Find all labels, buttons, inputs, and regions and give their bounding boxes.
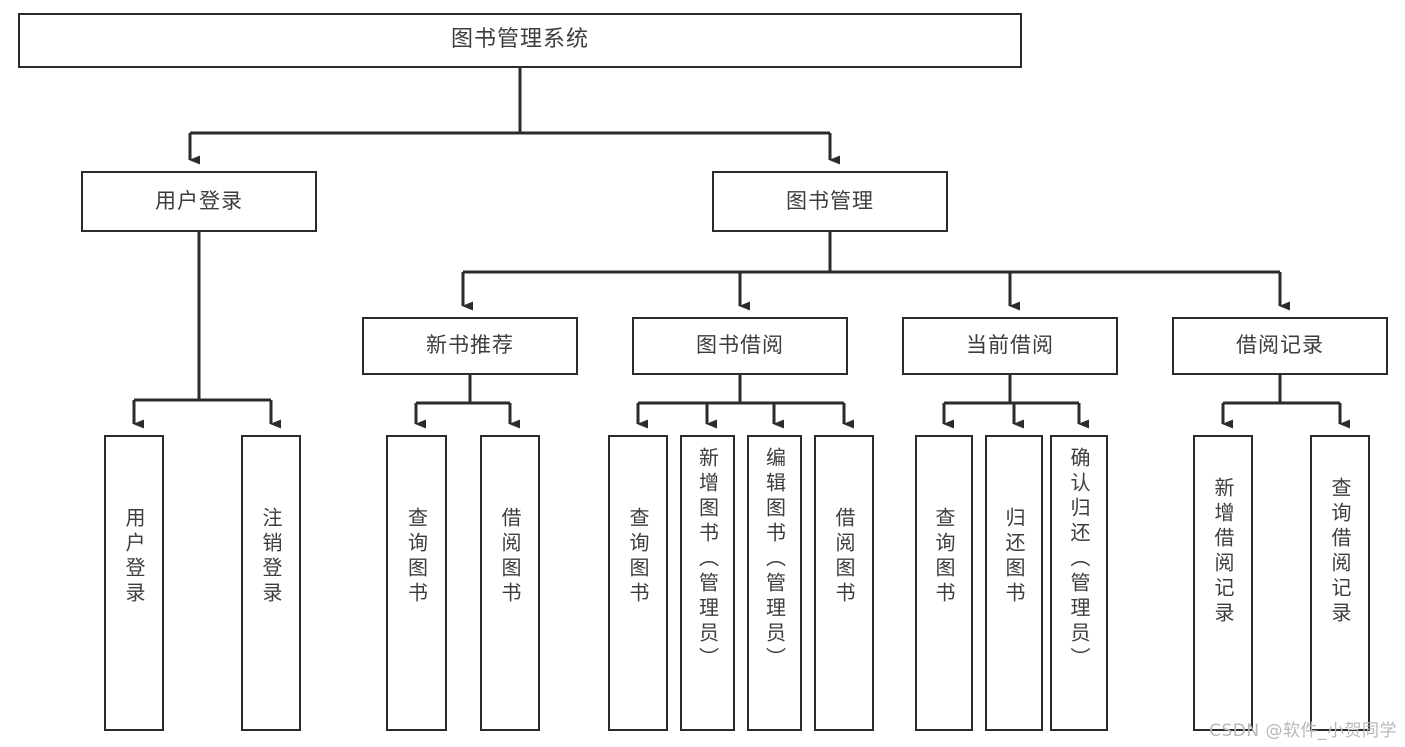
- leaf-add-borrow-record[interactable]: 新增借阅记录: [1193, 435, 1253, 731]
- node-label: 查询图书: [404, 507, 429, 607]
- leaf-confirm-return-admin[interactable]: 确认归还（管理员）: [1050, 435, 1108, 731]
- node-label: 用户登录: [122, 507, 146, 607]
- node-label: 借阅图书: [832, 507, 856, 607]
- watermark-text: CSDN @软件_小贺同学: [1209, 721, 1397, 741]
- node-label: 新增借阅记录: [1211, 477, 1235, 627]
- node-label: 新增图书（管理员）: [695, 447, 720, 672]
- node-borrow-record[interactable]: 借阅记录: [1172, 317, 1388, 375]
- leaf-borrow-book[interactable]: 借阅图书: [814, 435, 874, 731]
- node-new-book-recommend[interactable]: 新书推荐: [362, 317, 578, 375]
- node-label: 归还图书: [1002, 507, 1026, 607]
- node-label: 新书推荐: [426, 333, 514, 358]
- node-label: 查询图书: [626, 507, 650, 607]
- node-label: 编辑图书（管理员）: [762, 447, 787, 672]
- leaf-add-book-admin[interactable]: 新增图书（管理员）: [680, 435, 735, 731]
- node-label: 图书管理: [786, 188, 874, 213]
- node-book-management[interactable]: 图书管理: [712, 171, 948, 232]
- leaf-logout[interactable]: 注销登录: [241, 435, 301, 731]
- node-label: 借阅记录: [1236, 333, 1324, 358]
- node-label: 借阅图书: [498, 507, 522, 607]
- node-label: 用户登录: [155, 188, 243, 213]
- leaf-query-book[interactable]: 查询图书: [608, 435, 668, 731]
- leaf-query-book-recommend[interactable]: 查询图书: [386, 435, 447, 731]
- leaf-return-book[interactable]: 归还图书: [985, 435, 1043, 731]
- leaf-edit-book-admin[interactable]: 编辑图书（管理员）: [747, 435, 802, 731]
- leaf-user-login[interactable]: 用户登录: [104, 435, 164, 731]
- node-label: 查询图书: [932, 507, 956, 607]
- node-label: 查询借阅记录: [1328, 477, 1352, 627]
- node-label: 当前借阅: [966, 333, 1054, 358]
- node-label: 图书管理系统: [450, 27, 589, 53]
- node-label: 确认归还（管理员）: [1067, 447, 1091, 672]
- node-user-login[interactable]: 用户登录: [81, 171, 317, 232]
- leaf-borrow-book-recommend[interactable]: 借阅图书: [480, 435, 540, 731]
- node-book-borrow[interactable]: 图书借阅: [632, 317, 848, 375]
- node-root-system[interactable]: 图书管理系统: [18, 13, 1022, 68]
- leaf-query-borrow-record[interactable]: 查询借阅记录: [1310, 435, 1370, 731]
- node-label: 图书借阅: [696, 333, 784, 358]
- leaf-query-book-current[interactable]: 查询图书: [915, 435, 973, 731]
- node-current-borrow[interactable]: 当前借阅: [902, 317, 1118, 375]
- node-label: 注销登录: [259, 507, 283, 607]
